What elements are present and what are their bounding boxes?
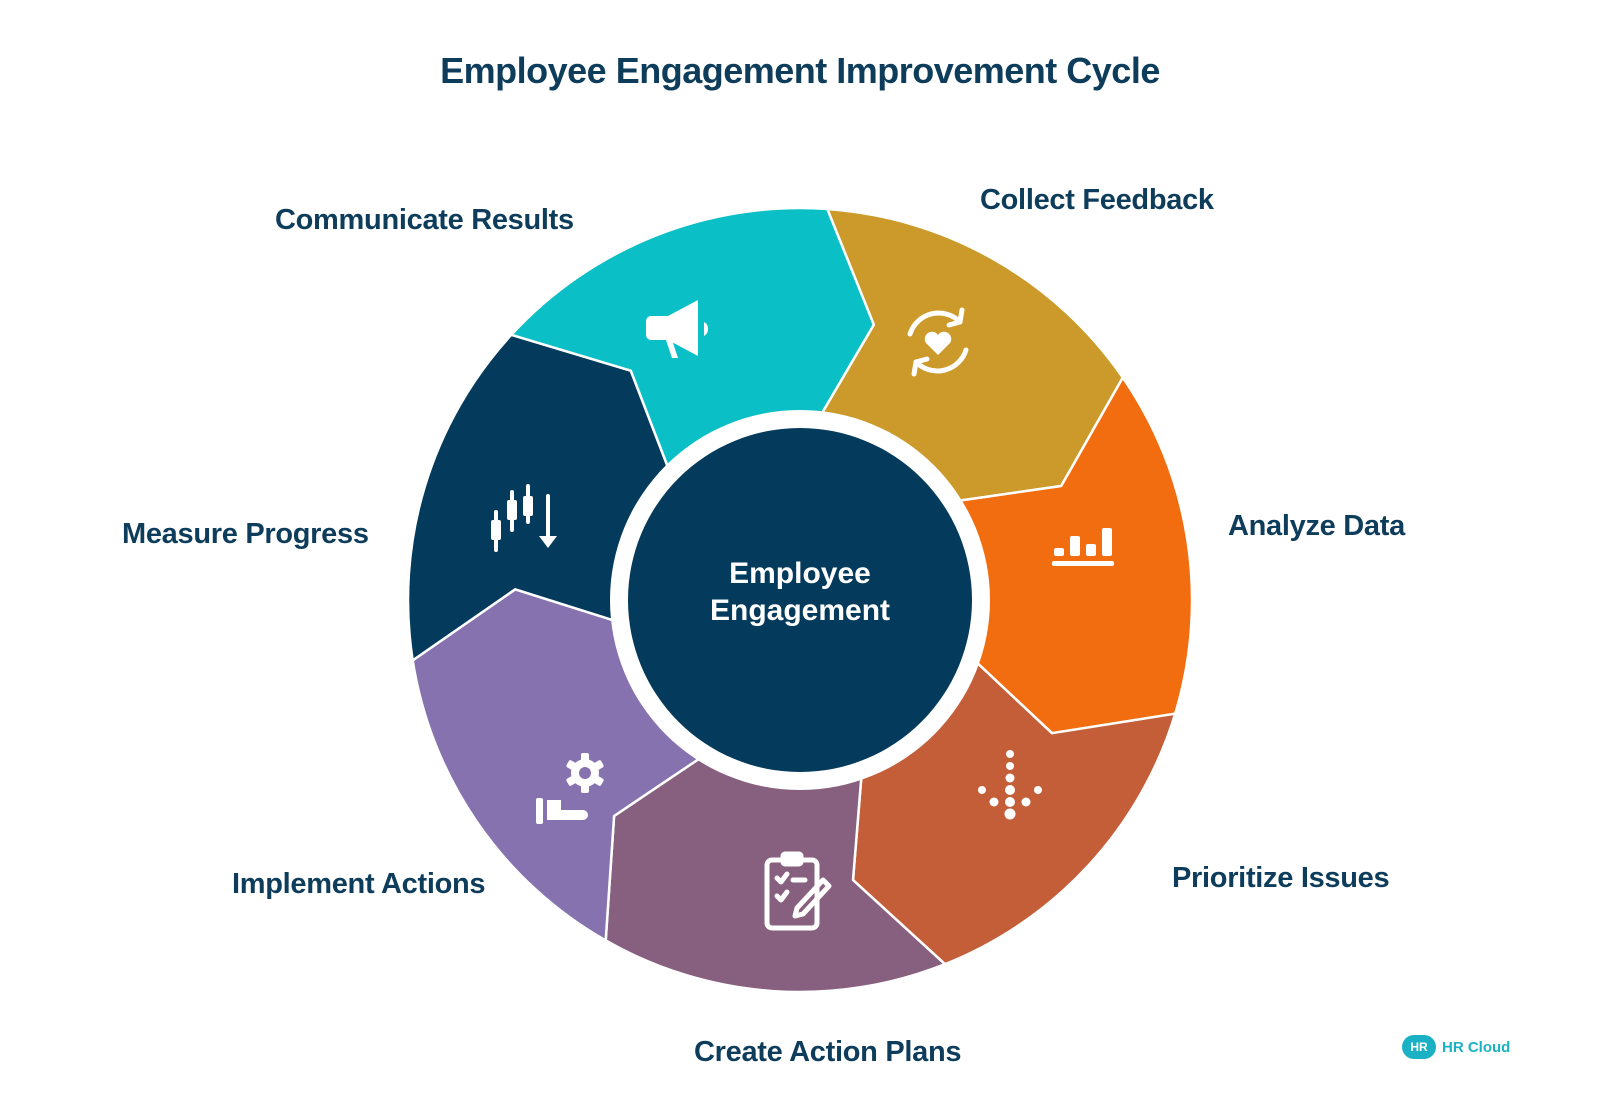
stage-label-prioritize-issues: Prioritize Issues (1172, 862, 1390, 894)
stage-label-implement-actions: Implement Actions (232, 868, 486, 900)
stage-label-measure-progress: Measure Progress (122, 518, 369, 550)
hr-cloud-logo: HR HR Cloud (1402, 1035, 1510, 1059)
stage-label-communicate-results: Communicate Results (275, 204, 574, 236)
center-circle (628, 428, 972, 772)
stage-label-analyze-data: Analyze Data (1228, 510, 1405, 542)
candlestick-chart-icon (491, 484, 557, 552)
hand-gear-icon (536, 753, 604, 824)
logo-badge: HR (1402, 1035, 1436, 1059)
page-title: Employee Engagement Improvement Cycle (440, 50, 1160, 91)
megaphone-icon (646, 300, 709, 358)
clipboard-pencil-icon (764, 851, 832, 931)
refresh-heart-icon (907, 307, 969, 377)
bar-chart-icon (1052, 528, 1114, 566)
center-label-line2: Engagement (710, 594, 890, 627)
logo-text: HR Cloud (1442, 1038, 1511, 1056)
dotted-down-arrow-icon (978, 750, 1042, 820)
stage-label-create-action-plans: Create Action Plans (694, 1036, 962, 1068)
center-label-line1: Employee (729, 557, 871, 590)
stage-label-collect-feedback: Collect Feedback (980, 184, 1214, 216)
